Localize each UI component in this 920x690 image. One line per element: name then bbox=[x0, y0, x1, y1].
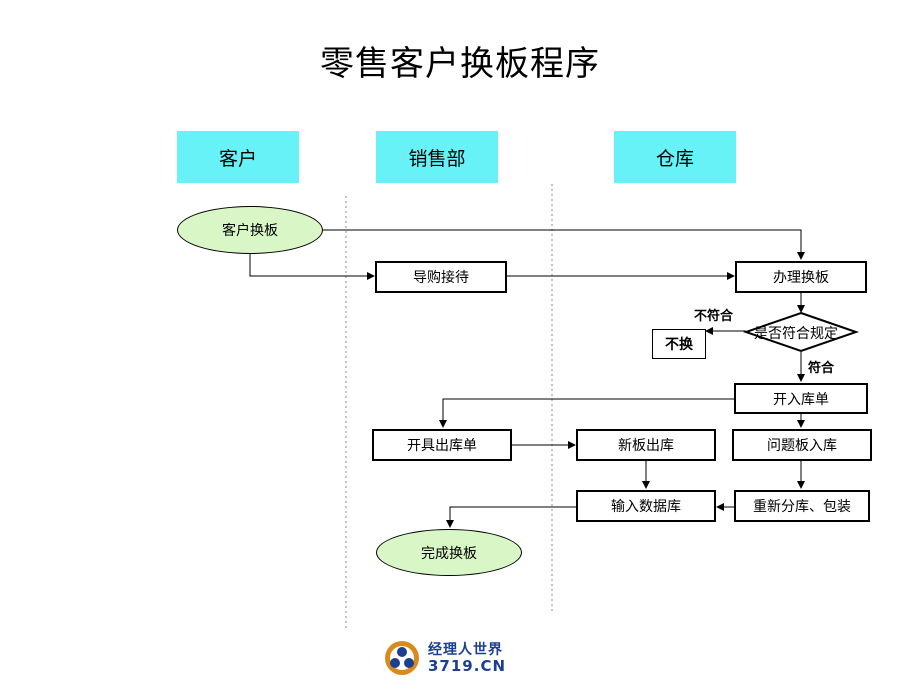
node-no-exchange: 不换 bbox=[652, 329, 706, 359]
edge-customer-to-guide bbox=[249, 253, 375, 280]
decision-diamond bbox=[742, 311, 860, 353]
node-guide-reception: 导购接待 bbox=[375, 261, 507, 293]
lane-header-customer: 客户 bbox=[177, 131, 299, 183]
logo-emblem-icon bbox=[385, 641, 419, 675]
node-process-exchange: 办理换板 bbox=[735, 261, 867, 293]
node-problem-board-in: 问题板入库 bbox=[732, 429, 872, 461]
node-open-inbound: 开入库单 bbox=[734, 383, 868, 414]
logo-text-cn: 经理人世界 bbox=[428, 642, 503, 658]
site-logo: 经理人世界 3719.CN bbox=[382, 637, 512, 679]
edge-label-not-compliant: 不符合 bbox=[694, 309, 734, 324]
edge-label-compliant: 符合 bbox=[808, 361, 835, 376]
edge-inbound-to-outbound bbox=[439, 398, 734, 428]
lane-header-warehouse: 仓库 bbox=[614, 131, 736, 183]
lane-header-sales: 销售部 bbox=[376, 131, 498, 183]
end-complete-exchange: 完成换板 bbox=[376, 529, 522, 576]
edge-db-to-complete bbox=[446, 506, 576, 528]
node-new-board-out: 新板出库 bbox=[576, 429, 716, 461]
node-repack: 重新分库、包装 bbox=[734, 490, 870, 522]
page-title: 零售客户换板程序 bbox=[320, 44, 600, 84]
node-input-database: 输入数据库 bbox=[576, 490, 716, 522]
decision-label: 是否符合规定 bbox=[754, 326, 838, 342]
start-customer-exchange: 客户换板 bbox=[177, 206, 323, 254]
logo-text-en: 3719.CN bbox=[428, 657, 507, 675]
edge-customer-to-process bbox=[322, 229, 805, 260]
node-open-outbound: 开具出库单 bbox=[372, 429, 512, 461]
